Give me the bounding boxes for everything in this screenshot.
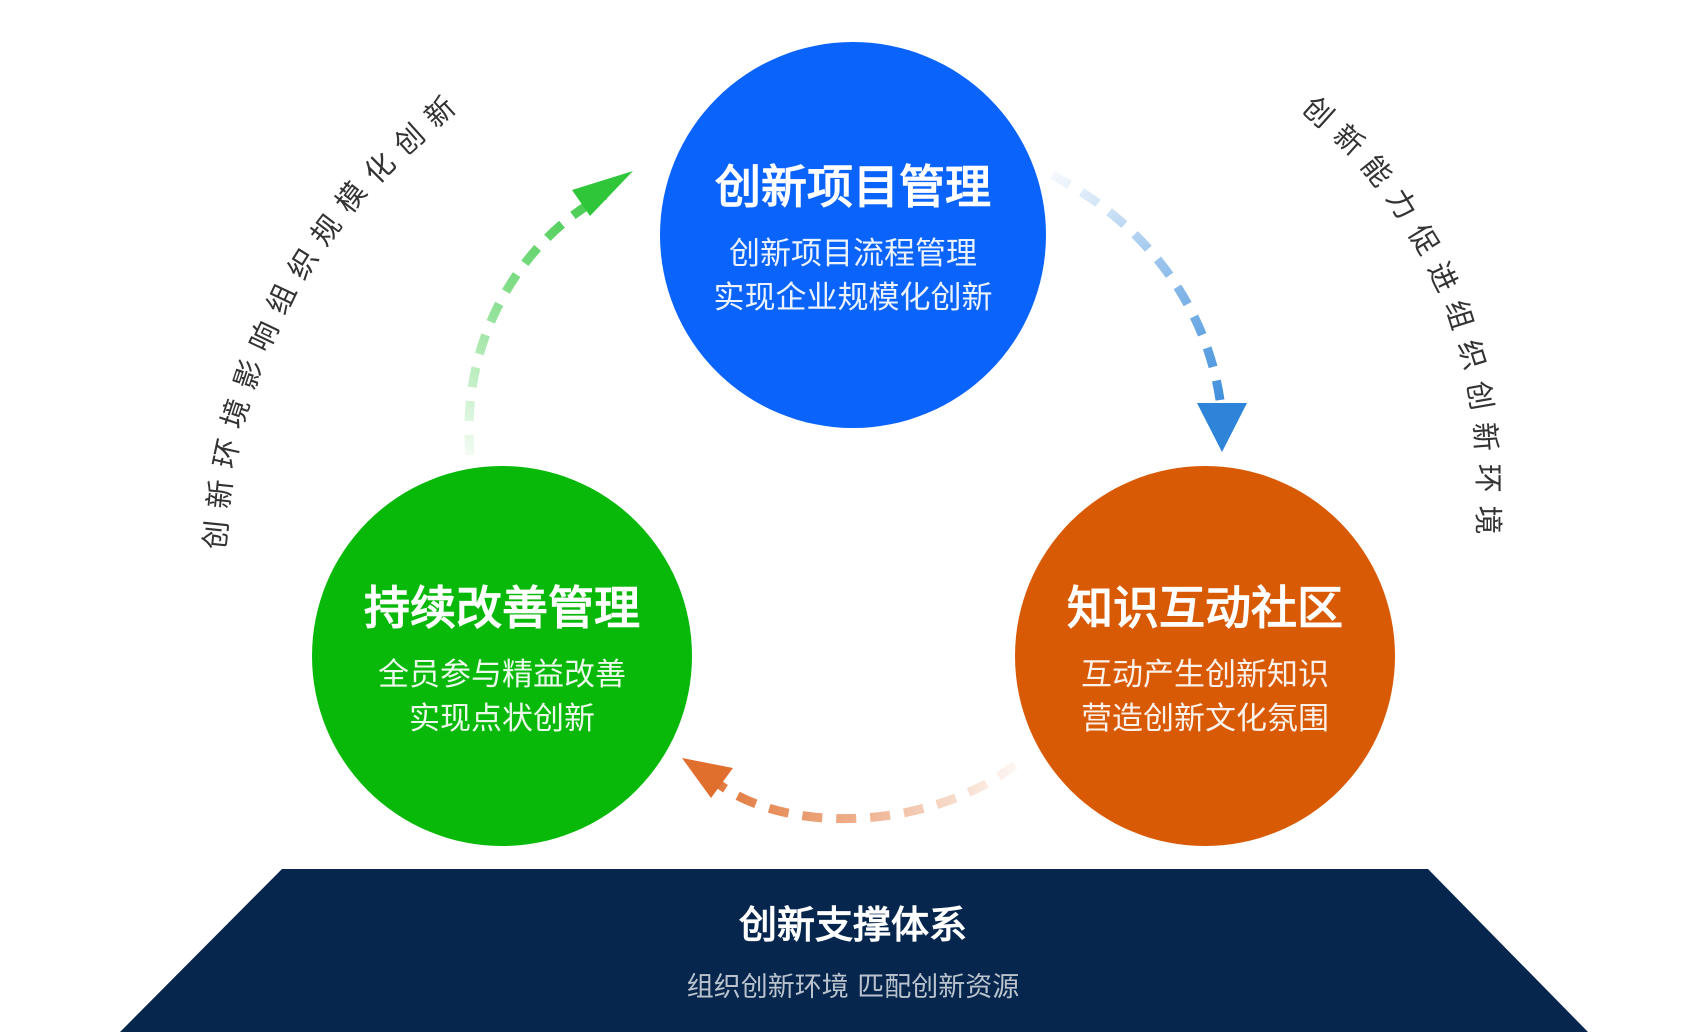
circle-innovation-project-title: 创新项目管理	[715, 160, 991, 214]
arrow-top-to-right-path	[1049, 170, 1225, 401]
arrow-right-to-left-path	[717, 761, 1018, 824]
arrow-top-to-right	[1049, 170, 1247, 452]
side-label-right-char: 创	[1461, 378, 1499, 412]
circle-innovation-project-line-2: 实现企业规模化创新	[714, 280, 993, 316]
circle-continuous-improvement-line-2: 实现点状创新	[409, 701, 595, 737]
side-label-left-char: 境	[215, 394, 256, 432]
support-system-subtitle: 组织创新环境 匹配创新资源	[687, 972, 1020, 1003]
side-label-right-char: 创	[1296, 90, 1340, 135]
side-label-right-char: 环	[1471, 464, 1505, 493]
support-system-base: 创新支撑体系 组织创新环境 匹配创新资源	[120, 869, 1588, 1032]
arrow-left-to-top	[464, 171, 633, 456]
side-label-right-char: 新	[1467, 421, 1503, 452]
side-label-right-char: 境	[1471, 505, 1505, 534]
circle-knowledge-community: 知识互动社区 互动产生创新知识 营造创新文化氛围	[1015, 466, 1395, 846]
circle-innovation-project-line-1: 创新项目流程管理	[729, 236, 977, 272]
side-label-left-char: 规	[304, 208, 349, 252]
side-label-left-char: 创	[198, 519, 235, 551]
side-label-left-char: 环	[207, 436, 246, 472]
arrow-left-to-top-path	[464, 191, 608, 456]
arrow-right-to-left-head	[682, 758, 733, 798]
side-label-left-char: 化	[358, 146, 403, 191]
side-label-left-char: 新	[418, 90, 462, 135]
circle-continuous-improvement-line-1: 全员参与精益改善	[378, 657, 626, 693]
side-label-right-char: 促	[1402, 218, 1446, 261]
side-label-right-char: 能	[1354, 149, 1399, 193]
circle-continuous-improvement: 持续改善管理 全员参与精益改善 实现点状创新	[312, 466, 692, 846]
side-label-left-char: 新	[202, 478, 239, 510]
side-label-right-char: 进	[1421, 256, 1464, 297]
circle-knowledge-community-bg	[1015, 466, 1395, 846]
side-label-right-char: 组	[1439, 296, 1480, 334]
side-label-left-char: 创	[387, 117, 431, 162]
circle-innovation-project-bg	[660, 42, 1046, 428]
circle-innovation-project: 创新项目管理 创新项目流程管理 实现企业规模化创新	[660, 42, 1046, 428]
side-label-right-char: 织	[1451, 336, 1492, 374]
circle-knowledge-community-line-1: 互动产生创新知识	[1081, 657, 1329, 693]
support-system-shape	[120, 869, 1588, 1032]
arrow-right-to-left	[682, 758, 1018, 824]
support-system-title: 创新支撑体系	[739, 903, 967, 947]
side-label-right-char: 新	[1327, 118, 1371, 163]
circle-knowledge-community-line-2: 营造创新文化氛围	[1081, 701, 1329, 737]
side-label-left-char: 织	[281, 243, 325, 286]
side-label-right-char: 力	[1380, 183, 1424, 226]
circle-knowledge-community-title: 知识互动社区	[1067, 581, 1343, 635]
side-label-left-char: 响	[242, 316, 285, 357]
side-label-left-char: 模	[329, 176, 374, 220]
arrow-left-to-top-head	[572, 171, 633, 216]
side-label-left-char: 组	[260, 279, 303, 320]
side-label-left-char: 影	[228, 355, 269, 393]
circle-continuous-improvement-bg	[312, 466, 692, 846]
circle-continuous-improvement-title: 持续改善管理	[364, 581, 640, 635]
arrow-top-to-right-head	[1197, 403, 1247, 452]
